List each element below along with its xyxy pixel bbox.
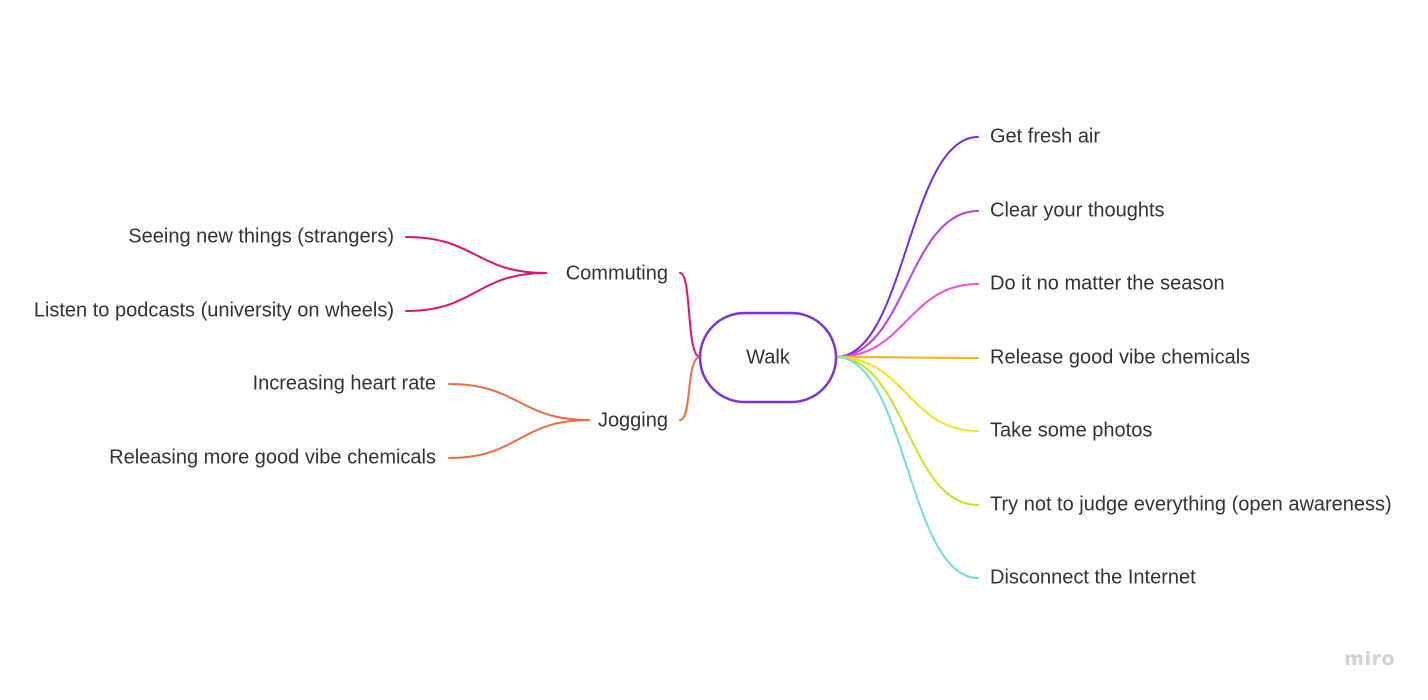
branch-release-good-vibe-chemicals[interactable]: Release good vibe chemicals	[990, 346, 1250, 368]
leaf-increasing-heart-rate[interactable]: Increasing heart rate	[253, 372, 436, 394]
branch-take-some-photos[interactable]: Take some photos	[990, 419, 1152, 441]
connector-right-6	[835, 356, 979, 506]
branch-disconnect-internet[interactable]: Disconnect the Internet	[990, 566, 1196, 588]
connector-left-leaf-1-1	[405, 236, 547, 274]
center-node[interactable]: Walk	[698, 311, 838, 404]
connector-right-3	[835, 283, 979, 358]
center-node-label: Walk	[746, 346, 791, 368]
connector-left-main-1	[679, 272, 701, 358]
branch-get-fresh-air[interactable]: Get fresh air	[990, 125, 1100, 147]
connector-left-leaf-2-2	[448, 419, 590, 459]
connector-right-5	[835, 356, 979, 432]
branch-try-not-to-judge[interactable]: Try not to judge everything (open awaren…	[990, 493, 1392, 515]
connector-right-1	[835, 136, 979, 358]
connector-right-2	[835, 210, 979, 358]
connector-left-main-2	[679, 356, 701, 421]
leaf-listen-to-podcasts[interactable]: Listen to podcasts (university on wheels…	[34, 299, 394, 321]
center-node-shape[interactable]	[698, 311, 838, 404]
branch-jogging-label[interactable]: Jogging	[598, 409, 668, 431]
connector-right-7	[835, 356, 979, 579]
branch-clear-your-thoughts[interactable]: Clear your thoughts	[990, 199, 1165, 221]
connector-left-leaf-1-2	[405, 272, 547, 312]
leaf-releasing-more-chemicals[interactable]: Releasing more good vibe chemicals	[109, 446, 436, 468]
miro-watermark-logo: miro	[1344, 648, 1395, 670]
leaf-seeing-new-things[interactable]: Seeing new things (strangers)	[128, 225, 394, 247]
branch-do-it-any-season[interactable]: Do it no matter the season	[990, 272, 1225, 294]
connector-layer	[405, 136, 979, 579]
branch-commuting-label[interactable]: Commuting	[566, 262, 668, 284]
connector-left-leaf-2-1	[448, 383, 590, 421]
connector-right-4	[835, 356, 979, 359]
